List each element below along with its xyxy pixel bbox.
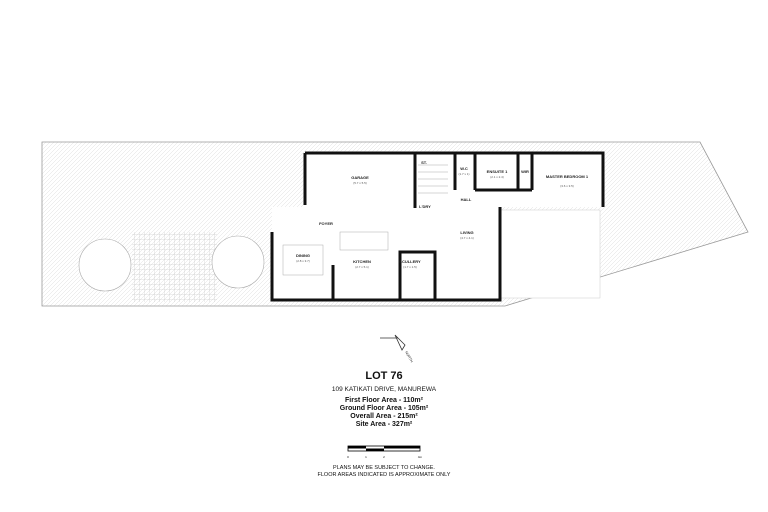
svg-text:NORTH: NORTH — [404, 351, 414, 364]
svg-text:SCULLERY: SCULLERY — [399, 259, 421, 264]
svg-text:DINING: DINING — [296, 253, 310, 258]
address: 109 KATIKATI DRIVE, MANUREWA — [331, 386, 437, 393]
svg-text:4m: 4m — [418, 455, 423, 459]
svg-text:KITCHEN: KITCHEN — [353, 259, 371, 264]
svg-text:FOYER: FOYER — [319, 221, 333, 226]
svg-text:(3.6 x 3.5): (3.6 x 3.5) — [560, 184, 574, 188]
walls — [270, 151, 605, 302]
tree — [211, 235, 265, 289]
site-area: Site Area - 327m² — [355, 421, 413, 428]
svg-text:ST.: ST. — [421, 160, 427, 165]
svg-text:HALL: HALL — [461, 197, 472, 202]
svg-text:(4.7 x 4.1): (4.7 x 4.1) — [460, 236, 474, 240]
ground-floor-area: Ground Floor Area - 105m² — [339, 405, 429, 412]
north-arrow-icon: NORTH — [380, 334, 414, 364]
svg-text:(5.7 x 5.5): (5.7 x 5.5) — [353, 181, 367, 185]
deck — [499, 209, 601, 299]
svg-text:LIVING: LIVING — [460, 230, 473, 235]
lot-title: LOT 76 — [365, 370, 403, 382]
svg-text:(2.7 x 5.1): (2.7 x 5.1) — [355, 265, 369, 269]
disclaimer: PLANS MAY BE SUBJECT TO CHANGE. FLOOR AR… — [0, 465, 768, 479]
tree — [78, 238, 132, 292]
scale-bar: 0 1 2 4m — [347, 445, 423, 459]
svg-text:1: 1 — [365, 455, 367, 459]
svg-text:0: 0 — [347, 455, 349, 459]
svg-text:(2.8 x 3.7): (2.8 x 3.7) — [296, 259, 310, 263]
svg-text:(1.7 x 1.5): (1.7 x 1.5) — [403, 265, 417, 269]
svg-text:MASTER BEDROOM 1: MASTER BEDROOM 1 — [546, 174, 589, 179]
note-line: FLOOR AREAS INDICATED IS APPROXIMATE ONL… — [317, 472, 451, 478]
note-line: PLANS MAY BE SUBJECT TO CHANGE. — [333, 465, 435, 471]
svg-text:(2.1 x 2.4): (2.1 x 2.4) — [490, 175, 504, 179]
paved-grid — [132, 232, 217, 302]
area-list: First Floor Area - 110m² Ground Floor Ar… — [0, 397, 768, 429]
svg-text:(1.7 x 1): (1.7 x 1) — [458, 172, 469, 176]
first-floor-area: First Floor Area - 110m² — [345, 397, 423, 404]
room-label: GARAGE — [351, 175, 369, 180]
overall-area: Overall Area - 215m² — [350, 413, 418, 420]
svg-text:L'DRY: L'DRY — [419, 204, 431, 209]
svg-text:W.C: W.C — [460, 166, 468, 171]
svg-text:2: 2 — [383, 455, 385, 459]
svg-text:ENSUITE 1: ENSUITE 1 — [487, 169, 508, 174]
svg-text:WIR: WIR — [521, 169, 529, 174]
